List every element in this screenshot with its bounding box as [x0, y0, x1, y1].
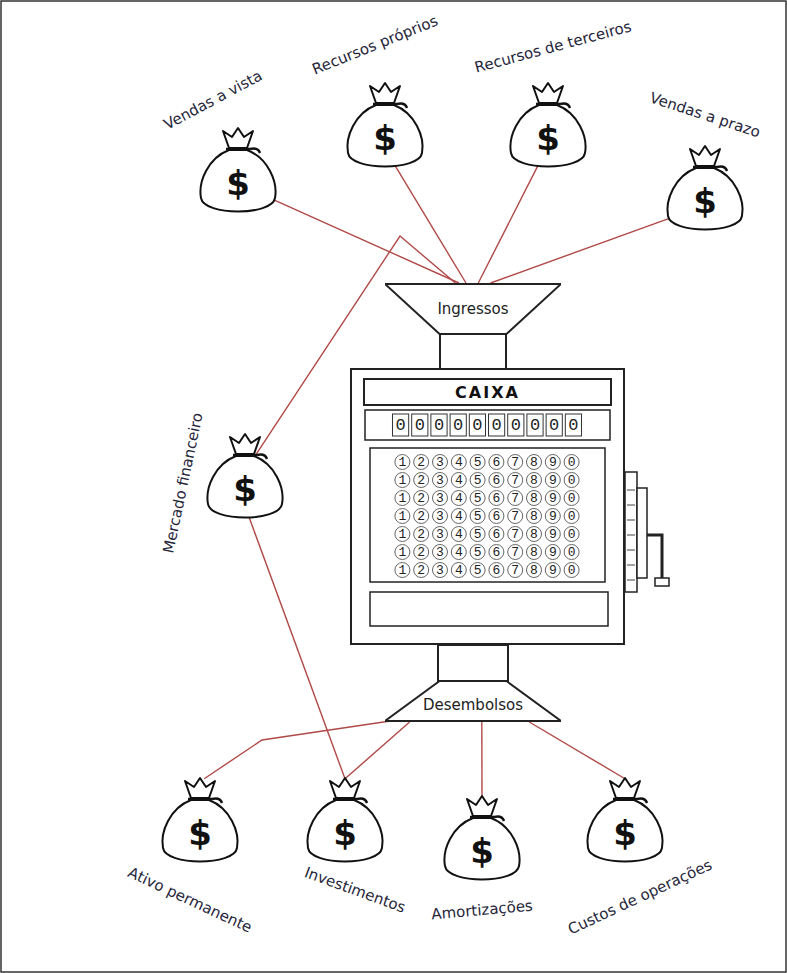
display-digits: 0000000000	[386, 416, 587, 435]
machine-title-bar: CAIXA	[363, 378, 612, 406]
bag-tie	[188, 799, 222, 804]
flow-line	[204, 721, 392, 779]
bag-tie	[233, 455, 267, 460]
cash-slot	[370, 592, 608, 626]
flow-line	[478, 166, 538, 283]
money-bag: Vendas a prazo$	[663, 144, 747, 236]
keypad-row: 1234567890	[387, 545, 586, 560]
bag-label: Vendas a vista	[161, 66, 266, 133]
money-bag: Mercado financeiro$	[203, 432, 287, 524]
funnel-shape	[385, 284, 561, 334]
bag-tie	[536, 104, 570, 109]
funnel-shape	[385, 681, 561, 721]
flow-line	[395, 166, 466, 283]
currency-symbol: $	[158, 813, 242, 853]
bag-label: Mercado financeiro	[159, 411, 206, 555]
currency-symbol: $	[343, 118, 427, 158]
keypad-row: 1234567890	[387, 455, 586, 470]
keypad-row: 1234567890	[387, 473, 586, 488]
bag-top	[230, 434, 260, 454]
currency-symbol: $	[663, 181, 747, 221]
bag-top	[330, 778, 360, 798]
funnel-neck	[440, 333, 506, 369]
bag-tie	[693, 167, 727, 172]
cash-machine: CAIXA	[350, 368, 625, 645]
flow-line	[481, 722, 483, 797]
display-panel	[365, 410, 610, 440]
crank-grip	[655, 578, 669, 586]
keypad-row: 1234567890	[387, 491, 586, 506]
bag-tie	[613, 799, 647, 804]
funnel-box: Desembolsos	[385, 680, 561, 722]
flow-line	[491, 218, 672, 283]
currency-symbol: $	[583, 813, 667, 853]
bag-label: Recursos próprios	[310, 12, 441, 79]
bag-label: Recursos de terceiros	[473, 17, 634, 76]
money-bag: Recursos próprios$	[343, 81, 427, 173]
funnel-neck	[438, 645, 508, 681]
money-bag: Amortizações$	[440, 794, 524, 886]
machine-body	[350, 368, 625, 645]
keypad-row: 1234567890	[387, 509, 586, 524]
bag-label: Amortizações	[431, 897, 534, 924]
bag-top	[533, 83, 563, 103]
keypad-row: 1234567890	[387, 527, 586, 542]
bag-label: Investimentos	[302, 863, 408, 916]
money-bag: Ativo permanente$	[158, 776, 242, 868]
money-bag: Vendas a vista$	[196, 126, 280, 218]
currency-symbol: $	[196, 163, 280, 203]
currency-symbol: $	[203, 469, 287, 509]
bag-tie	[373, 104, 407, 109]
crank-handle	[647, 535, 662, 582]
crank-plate	[637, 488, 647, 578]
bag-label: Ativo permanente	[125, 863, 255, 936]
currency-symbol: $	[303, 813, 387, 853]
funnel-label: Desembolsos	[423, 696, 523, 714]
bag-label: Custos de operações	[565, 856, 715, 939]
flow-line	[345, 722, 410, 779]
bag-top	[467, 796, 497, 816]
funnel-label: Ingressos	[437, 300, 508, 318]
bag-top	[370, 83, 400, 103]
crank-plate	[625, 472, 637, 592]
bag-top	[223, 128, 253, 148]
money-bag: Investimentos$	[303, 776, 387, 868]
keypad-panel	[370, 448, 605, 582]
bag-top	[185, 778, 215, 798]
machine-title: CAIXA	[455, 383, 520, 402]
bag-label: Vendas a prazo	[648, 89, 763, 142]
money-bag: Recursos de terceiros$	[506, 81, 590, 173]
bag-tie	[470, 817, 504, 822]
bag-top	[610, 778, 640, 798]
currency-symbol: $	[506, 118, 590, 158]
crank-ridges	[627, 490, 635, 580]
flow-line	[273, 200, 459, 283]
funnel-box: Ingressos	[385, 283, 561, 335]
currency-symbol: $	[440, 831, 524, 871]
money-bag: Custos de operações$	[583, 776, 667, 868]
bag-tie	[226, 149, 260, 154]
keypad-row: 1234567890	[387, 563, 586, 578]
flow-line	[529, 722, 625, 779]
bag-tie	[333, 799, 367, 804]
bag-top	[690, 146, 720, 166]
